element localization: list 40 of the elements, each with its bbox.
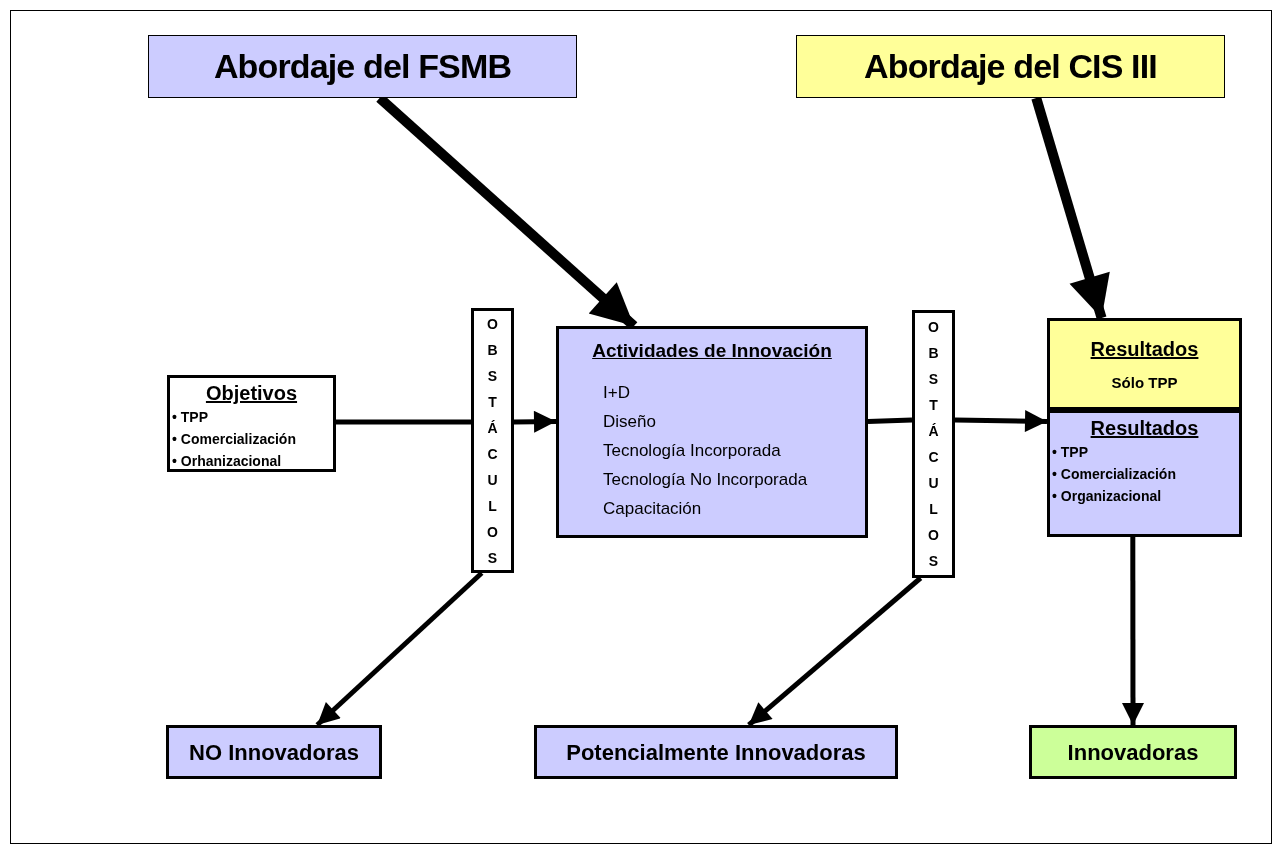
outcome-box: [1029, 725, 1237, 779]
result-note: Sólo TPP: [1111, 372, 1178, 393]
list-item: • Orhanizacional: [172, 452, 283, 471]
outcome-box: [534, 725, 898, 779]
box-heading: Actividades de Innovación: [592, 339, 832, 363]
outcome-label: Potencialmente Innovadoras: [566, 738, 866, 767]
activity-item: Tecnología Incorporada: [603, 439, 782, 462]
activity-item: Tecnología No Incorporada: [603, 468, 809, 491]
arrow: [747, 576, 923, 727]
objectives-box: [167, 375, 336, 472]
arrow: [513, 410, 557, 433]
obstacles-bar: [912, 310, 955, 578]
box-heading: Resultados: [1090, 336, 1199, 362]
outcome-label: NO Innovadoras: [189, 738, 359, 767]
arrow: [1122, 537, 1144, 725]
title-text: Abordaje del FSMB: [213, 46, 512, 87]
title-text: Abordaje del CIS III: [864, 46, 1157, 87]
activity-item: Diseño: [603, 410, 657, 433]
outcome-label: Innovadoras: [1067, 738, 1199, 767]
list-item: • Organizacional: [1052, 487, 1163, 506]
box-heading: Resultados: [1090, 416, 1199, 441]
outcome-box: [166, 725, 382, 779]
title-box: [148, 35, 577, 98]
title-box: [796, 35, 1225, 98]
list-item: • Comercialización: [172, 430, 297, 449]
list-item: • Comercialización: [1052, 465, 1177, 484]
list-item: • TPP: [1052, 443, 1090, 462]
list-item: • TPP: [172, 408, 210, 427]
vertical-label: OBSTÁCULOS: [927, 318, 940, 571]
obstacles-bar: [471, 308, 514, 573]
activities-box: [556, 326, 868, 538]
arrow: [1031, 96, 1110, 320]
arrow: [315, 571, 484, 727]
arrow: [954, 410, 1048, 433]
activity-item: I+D: [603, 381, 631, 404]
box-heading: Objetivos: [205, 381, 298, 406]
vertical-label: OBSTÁCULOS: [486, 314, 499, 568]
activity-item: Capacitación: [603, 497, 703, 520]
results-box: [1047, 410, 1242, 537]
results-box: [1047, 318, 1242, 410]
